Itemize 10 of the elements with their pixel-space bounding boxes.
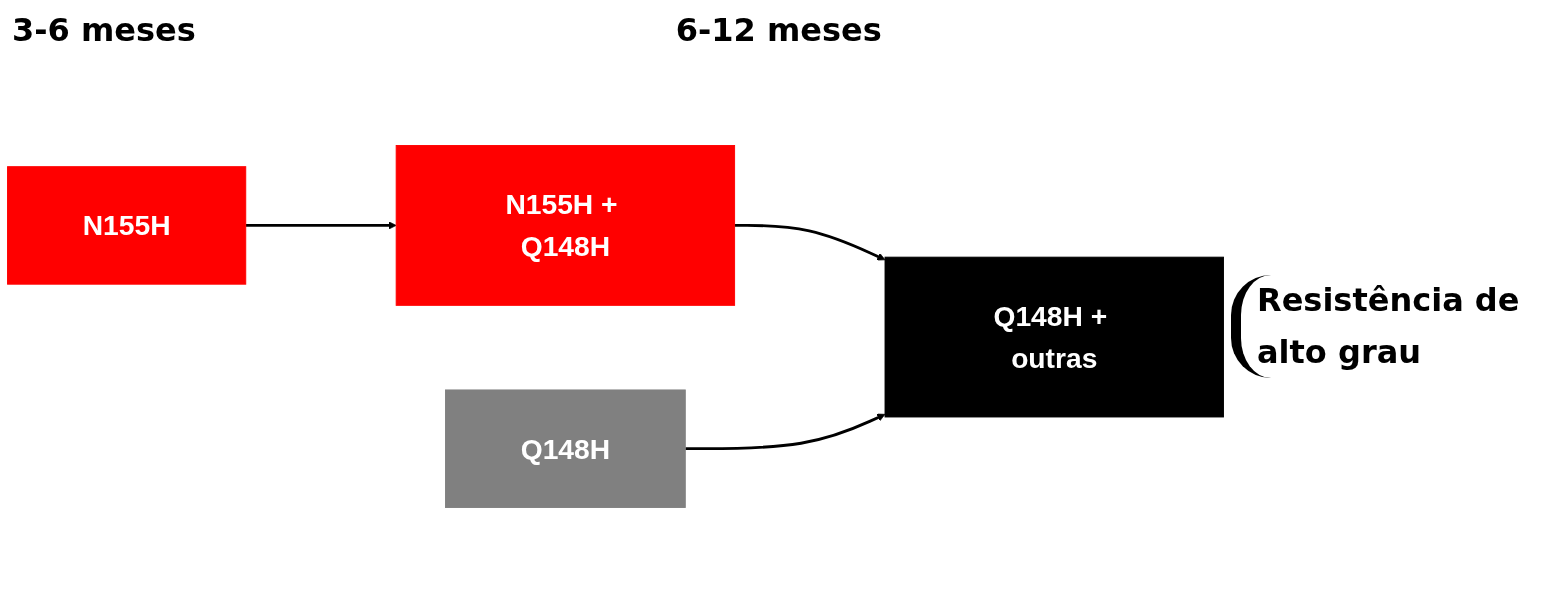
node-box: N155H + Q148H (395, 145, 736, 306)
column-heading: 3-6 meses (12, 11, 196, 49)
node-box: Q148H (445, 389, 686, 508)
column-heading: 6-12 meses (675, 11, 882, 49)
node-box: N155H (7, 166, 247, 285)
arrow (685, 413, 886, 451)
arrow (245, 221, 397, 230)
arrow (734, 224, 886, 261)
node-box: Q148H + outras (884, 256, 1224, 418)
bracket-label: Resistência de alto grau (1231, 275, 1547, 378)
